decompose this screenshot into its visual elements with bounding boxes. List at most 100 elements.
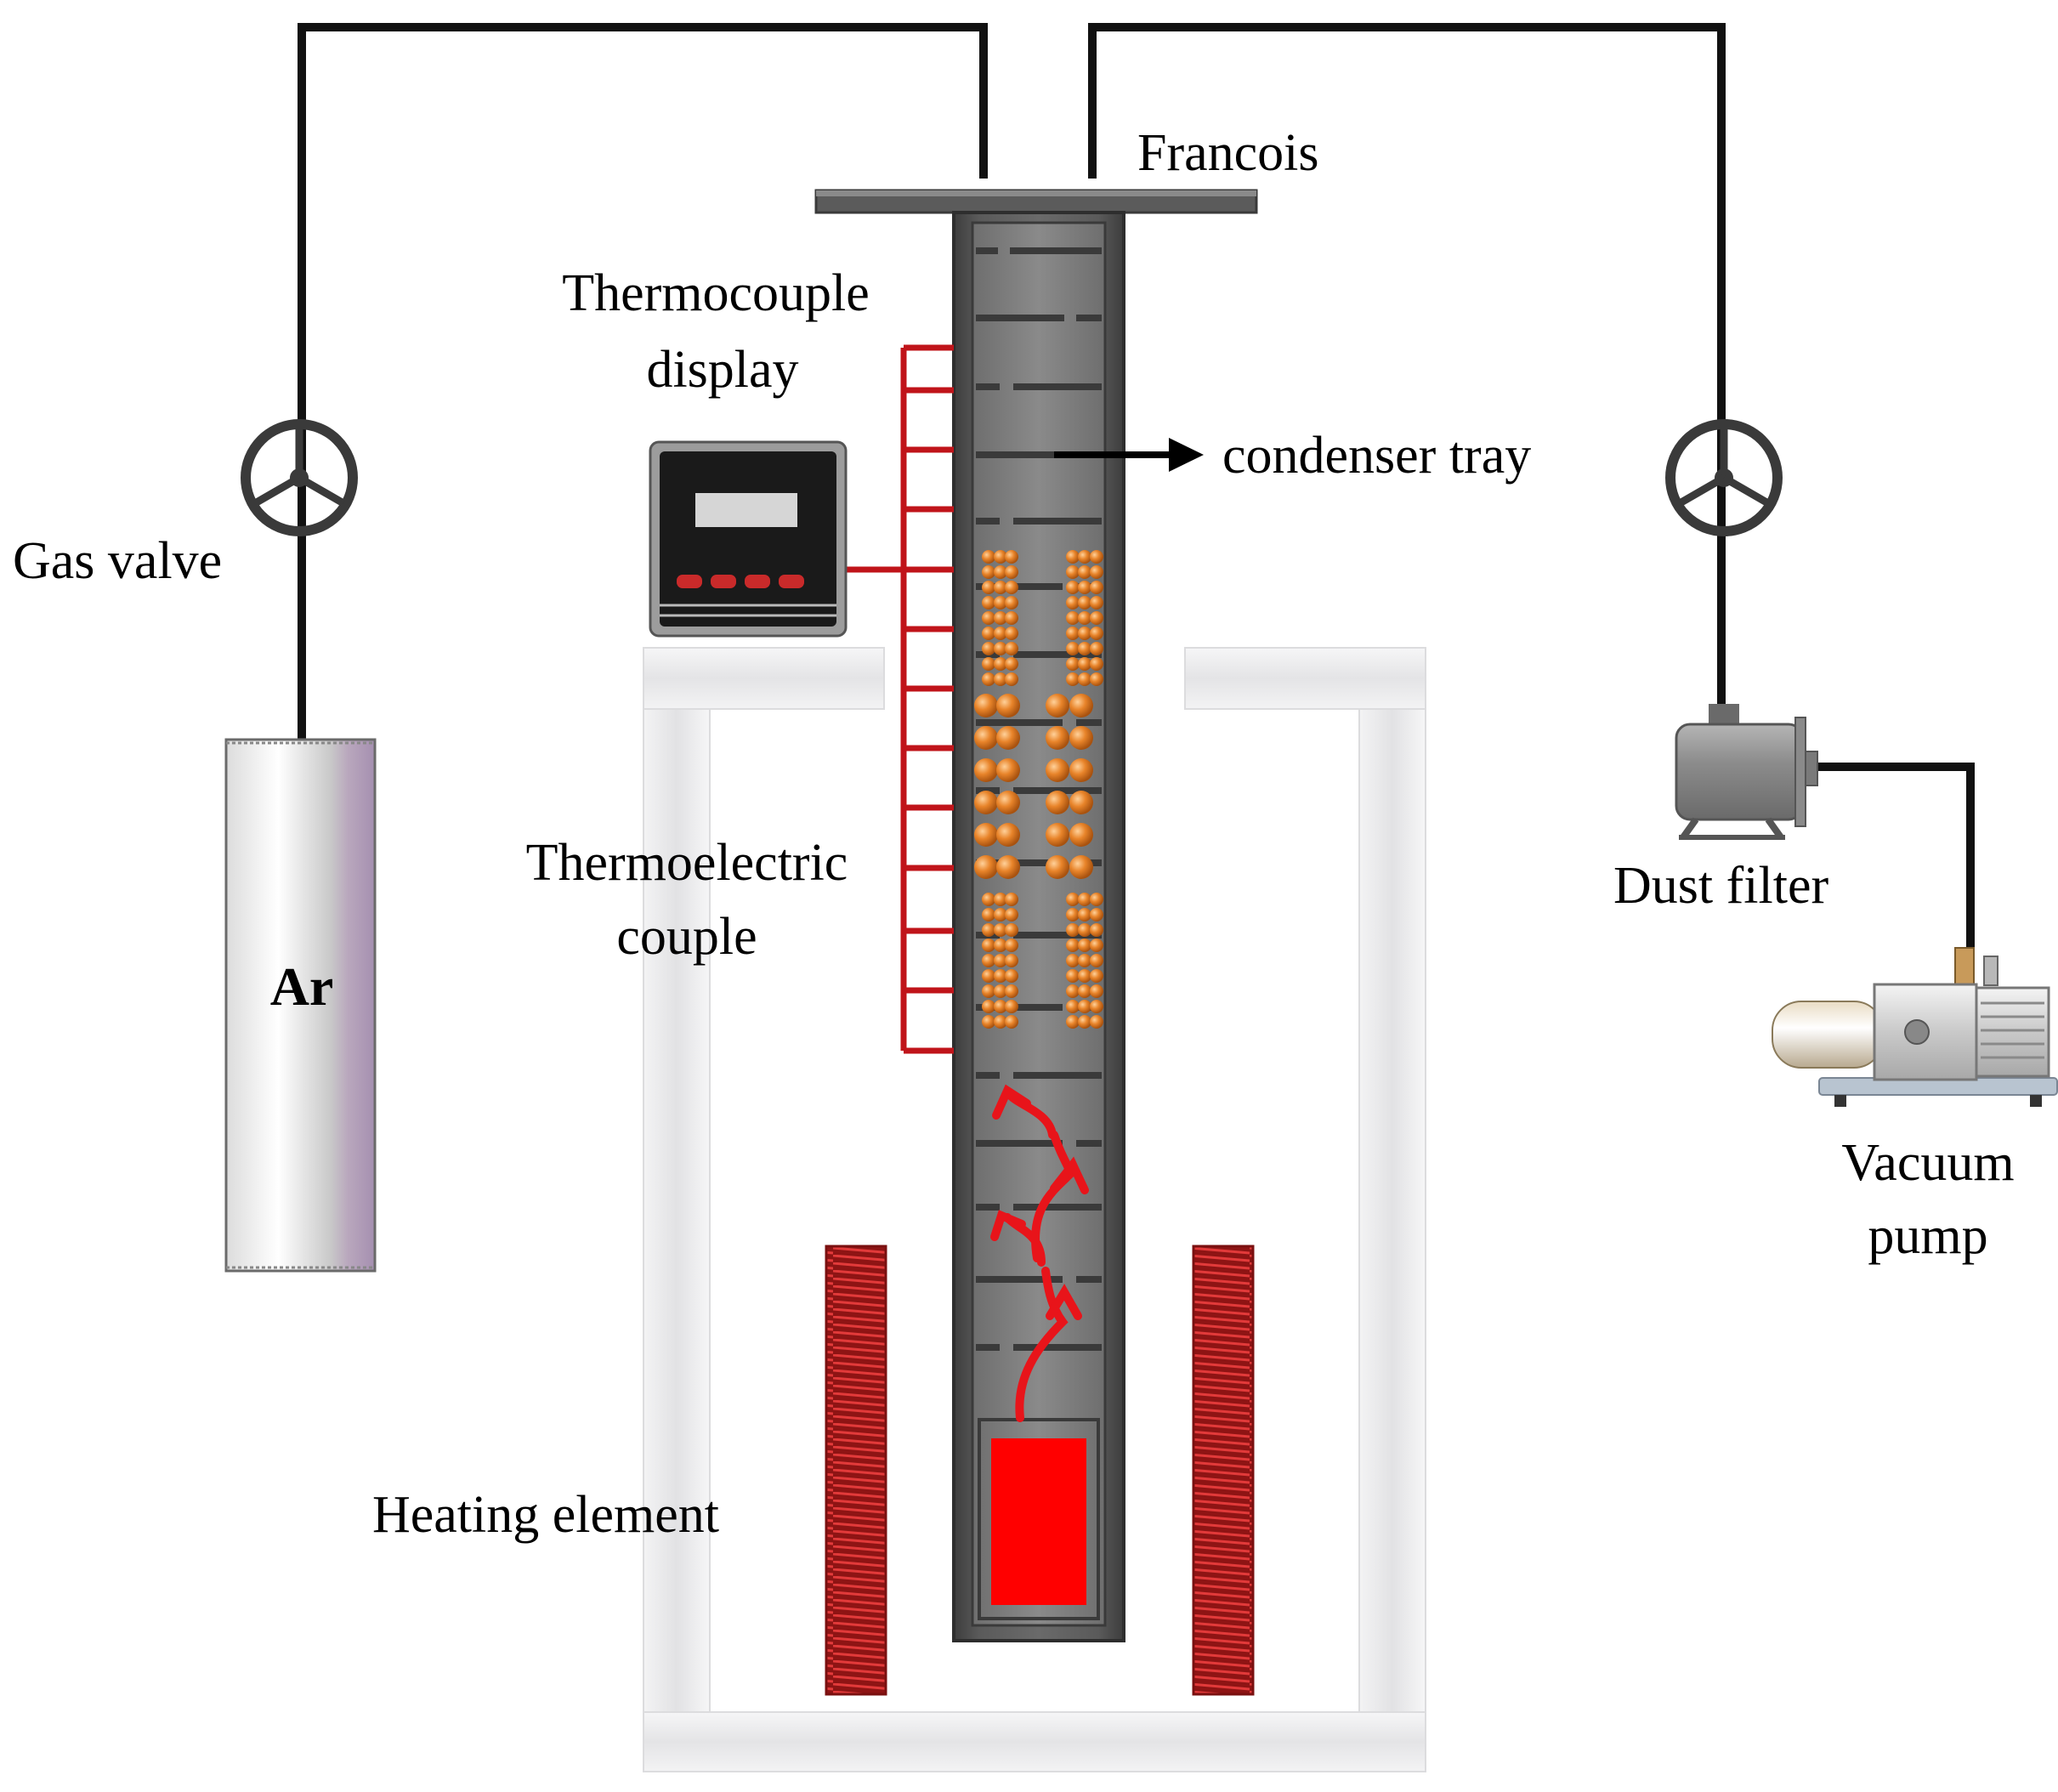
particle (994, 1000, 1007, 1013)
particle (1078, 954, 1091, 967)
particle (1066, 596, 1080, 610)
particle (1078, 939, 1091, 952)
particle (974, 855, 998, 879)
particle (982, 1000, 995, 1013)
particle (1078, 642, 1091, 655)
particle (996, 823, 1020, 847)
condenser-tray-label: condenser tray (1222, 427, 1531, 485)
particle (994, 969, 1007, 983)
exhaust-valve-icon[interactable] (1665, 419, 1783, 536)
particle (1069, 855, 1093, 879)
particle (1078, 627, 1091, 640)
heating-coil-right (1192, 1245, 1255, 1696)
particle (994, 672, 1007, 686)
particle (982, 565, 995, 579)
particle (996, 758, 1020, 782)
heating-coil-left (825, 1245, 887, 1696)
particle (1066, 984, 1080, 998)
particle (994, 939, 1007, 952)
particle (1046, 855, 1069, 879)
particle (1005, 642, 1018, 655)
vacuum-pump-icon[interactable] (1772, 947, 2058, 1107)
particle (1066, 939, 1080, 952)
particle (982, 939, 995, 952)
particle (1090, 550, 1103, 564)
particle (1078, 1015, 1091, 1029)
particle (1005, 939, 1018, 952)
particle (1078, 611, 1091, 625)
particle (994, 893, 1007, 906)
particle (982, 1015, 995, 1029)
particle (1066, 969, 1080, 983)
particle (994, 908, 1007, 922)
particle (1066, 550, 1080, 564)
particle (1005, 672, 1018, 686)
particle (982, 581, 995, 594)
particle (1090, 627, 1103, 640)
gas-valve-icon[interactable] (241, 419, 358, 536)
thermocouple-display-icon (649, 440, 848, 638)
particle (1090, 1015, 1103, 1029)
particle (1090, 1000, 1103, 1013)
particle (1078, 984, 1091, 998)
particle (996, 791, 1020, 814)
particle (994, 984, 1007, 998)
particle (994, 657, 1007, 671)
dust-filter-icon[interactable] (1675, 704, 1818, 840)
particle (1090, 939, 1103, 952)
particle (974, 694, 998, 717)
particle (1066, 1015, 1080, 1029)
particle (1069, 758, 1093, 782)
particle (982, 550, 995, 564)
particle (1078, 893, 1091, 906)
particle (994, 550, 1007, 564)
particle (1078, 672, 1091, 686)
particle (996, 726, 1020, 750)
vacuum-pump-label-line1: Vacuum (1841, 1134, 2014, 1192)
particle (1090, 954, 1103, 967)
particle (1078, 969, 1091, 983)
particle (982, 893, 995, 906)
particle (982, 954, 995, 967)
particle (982, 923, 995, 937)
particle (1069, 694, 1093, 717)
particle (1069, 726, 1093, 750)
particle (996, 694, 1020, 717)
particle (982, 657, 995, 671)
top-flange (814, 189, 1258, 214)
condensed-particles (974, 550, 1103, 1029)
particle (982, 627, 995, 640)
particle (1066, 565, 1080, 579)
particle (1066, 923, 1080, 937)
vacuum-outlet-pipe (1088, 23, 1975, 948)
particle (994, 581, 1007, 594)
condenser-tray-pointer (1054, 438, 1204, 472)
particle (994, 627, 1007, 640)
particle (1069, 823, 1093, 847)
heat-flow-arrows (990, 1084, 1089, 1422)
particle (1090, 672, 1103, 686)
particle (1090, 923, 1103, 937)
particle (1066, 1000, 1080, 1013)
particle (1046, 758, 1069, 782)
gas-valve-label: Gas valve (13, 532, 222, 590)
particle (1090, 969, 1103, 983)
particle (1078, 550, 1091, 564)
particle (1090, 611, 1103, 625)
thermocouple-display-label-line2: display (646, 341, 798, 399)
particle (1005, 657, 1018, 671)
particle (982, 596, 995, 610)
particle (994, 954, 1007, 967)
particle (982, 672, 995, 686)
particle (1046, 823, 1069, 847)
particle (1005, 893, 1018, 906)
particle (994, 923, 1007, 937)
crucible (978, 1418, 1100, 1620)
particle (974, 791, 998, 814)
particle (1078, 657, 1091, 671)
particle (1005, 984, 1018, 998)
particle (1066, 627, 1080, 640)
particle (1066, 672, 1080, 686)
particle (1005, 611, 1018, 625)
thermoelectric-couple-label-line2: couple (616, 908, 757, 966)
